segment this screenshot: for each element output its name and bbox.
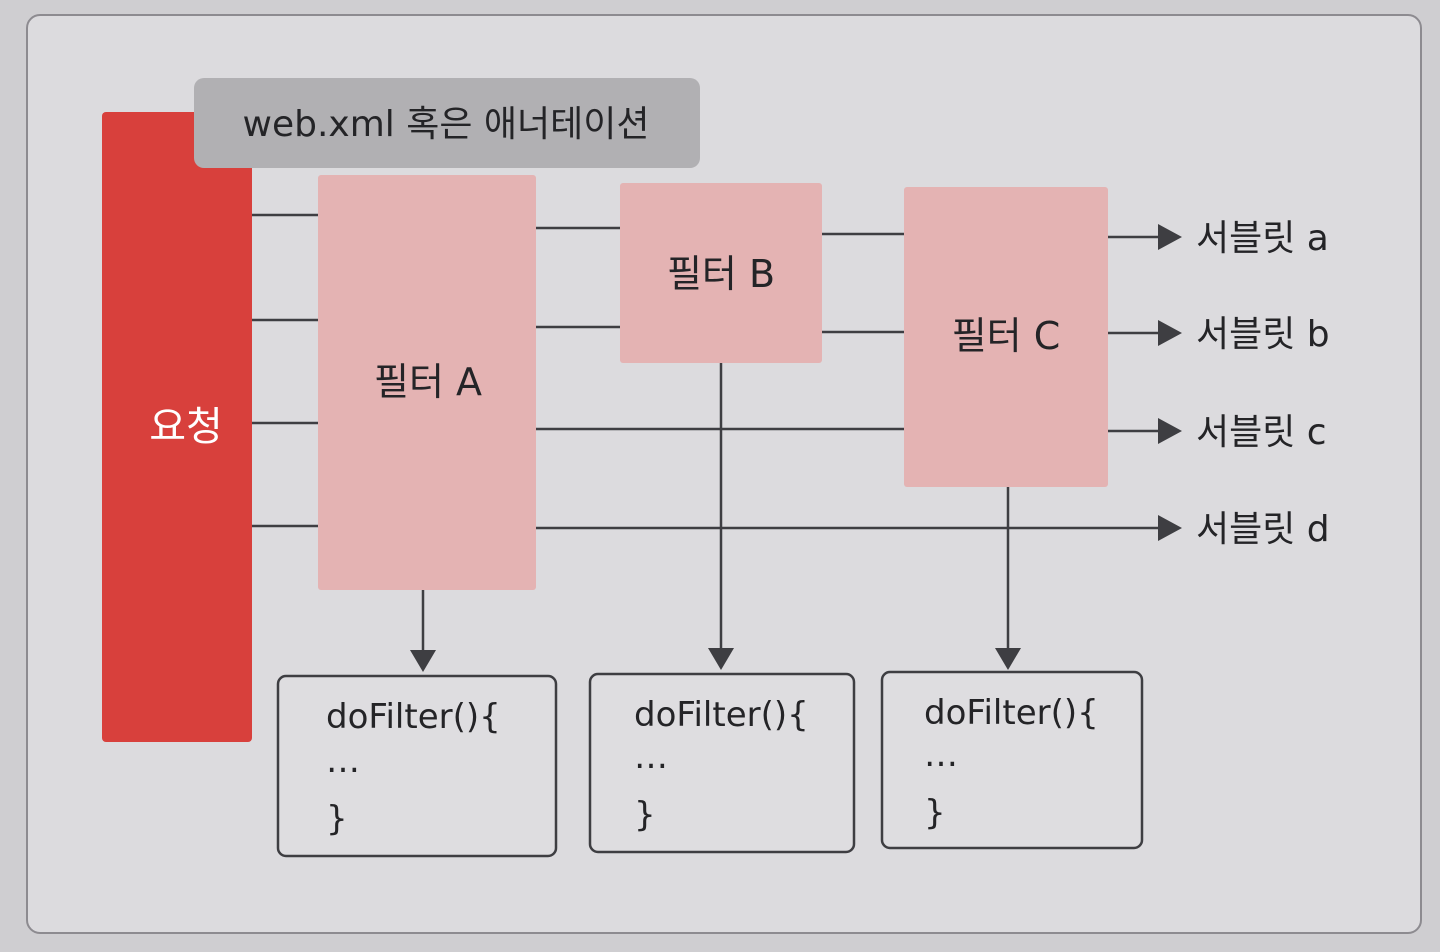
code-box-c-line1: doFilter(){ [924, 693, 1099, 733]
filter-c-block [904, 187, 1108, 487]
request-block [102, 112, 252, 742]
code-box-b-frame [588, 672, 856, 854]
header-block [194, 78, 700, 168]
code-box-b-line2: … [634, 737, 668, 777]
header-label: web.xml 혹은 애너테이션 [243, 104, 650, 145]
code-box-a-line3: } [326, 799, 348, 839]
arrowhead-servlet-a [1158, 224, 1182, 250]
request-label: 요청 [149, 404, 223, 450]
flow-lines [252, 213, 1158, 530]
code-box-a: doFilter(){ … } [276, 674, 558, 858]
code-box-b-line1: doFilter(){ [634, 695, 809, 735]
code-box-a-frame [276, 674, 558, 858]
code-box-b-line3: } [634, 795, 656, 835]
down-arrowhead-a [410, 650, 436, 672]
down-arrowhead-c [995, 648, 1021, 670]
filter-b-label: 필터 B [667, 252, 775, 296]
servlet-b-label: 서블릿 b [1196, 314, 1330, 355]
down-arrowhead-b [708, 648, 734, 670]
code-box-b: doFilter(){ … } [588, 672, 856, 854]
servlet-c-label: 서블릿 c [1196, 412, 1327, 453]
code-box-c: doFilter(){ … } [880, 670, 1144, 850]
servlet-d-label: 서블릿 d [1196, 509, 1330, 550]
code-box-c-line2: … [924, 735, 958, 775]
code-box-a-line2: … [326, 741, 360, 781]
filter-a-label: 필터 A [374, 360, 482, 404]
code-box-a-line1: doFilter(){ [326, 697, 501, 737]
arrowhead-servlet-d [1158, 515, 1182, 541]
arrowhead-servlet-b [1158, 320, 1182, 346]
filter-c-label: 필터 C [952, 314, 1061, 358]
code-box-c-frame [880, 670, 1144, 850]
filter-b-block [620, 183, 822, 363]
filter-a-block [318, 175, 536, 590]
code-box-c-line3: } [924, 793, 946, 833]
servlet-arrowheads [1158, 224, 1182, 541]
arrowhead-servlet-c [1158, 418, 1182, 444]
servlet-a-label: 서블릿 a [1196, 218, 1329, 259]
down-arrows [410, 363, 1021, 672]
